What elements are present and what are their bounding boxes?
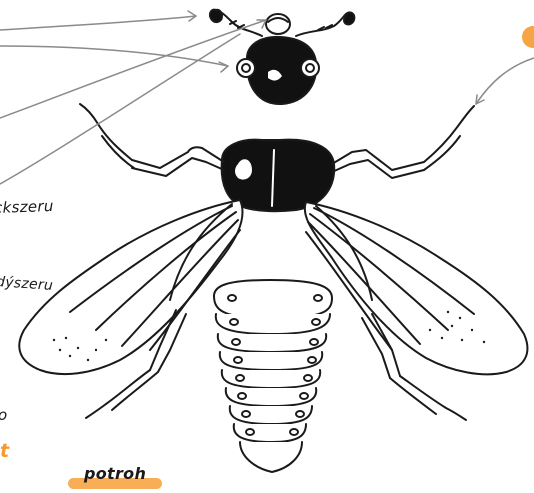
label-chest: ckszeru — [0, 197, 54, 217]
label-fragment-o: o — [0, 406, 7, 424]
abdomen — [214, 280, 332, 472]
right-wing — [305, 202, 528, 374]
head — [237, 14, 319, 104]
label-abdomen: potroh — [84, 464, 146, 483]
label-fragment-t: t — [0, 440, 9, 462]
